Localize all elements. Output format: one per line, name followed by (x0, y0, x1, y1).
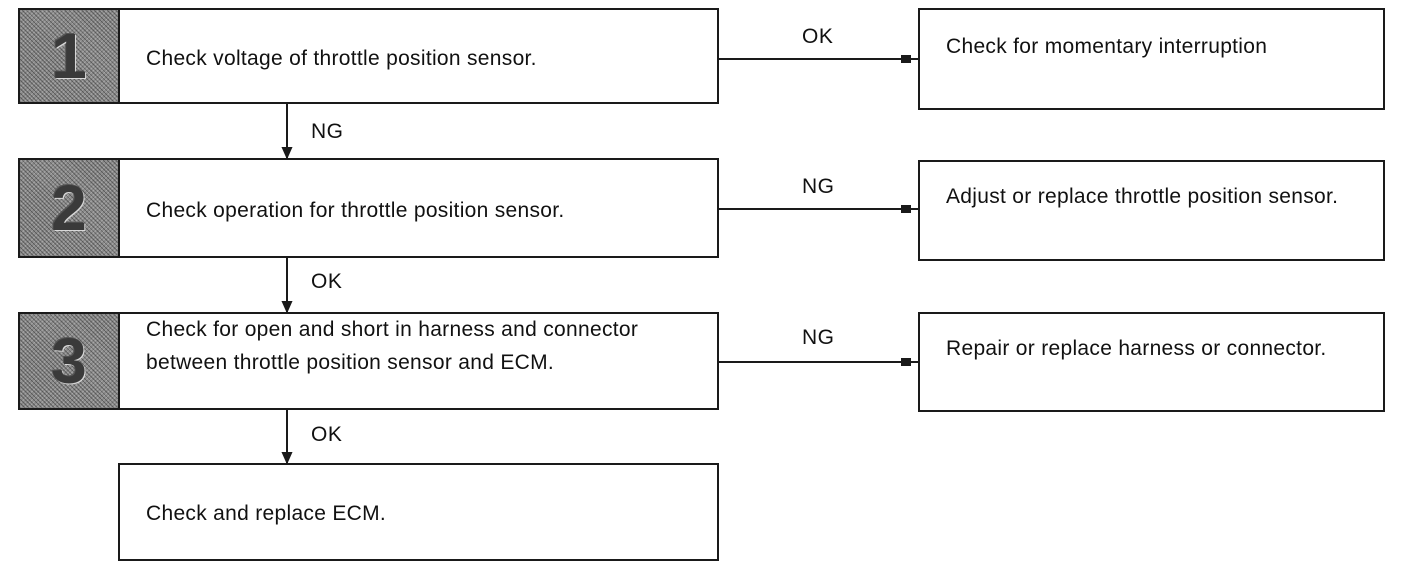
step-2-number-badge: 2 (18, 158, 120, 258)
step-3-box: Check for open and short in harness and … (118, 312, 719, 410)
step-3-down-label: OK (311, 423, 343, 446)
arrowhead-3-down (281, 452, 293, 465)
step-1-text: Check voltage of throttle position senso… (146, 47, 537, 70)
step-2-branch-label: NG (802, 175, 835, 198)
step-3-result-box: Repair or replace harness or connector. (918, 312, 1385, 412)
step-2-text: Check operation for throttle position se… (146, 199, 565, 222)
arrowhead-2-right (901, 205, 911, 213)
step-3-number-badge: 3 (18, 312, 120, 410)
arrowhead-2-down (281, 301, 293, 314)
step-3-number: 3 (51, 325, 87, 397)
step-2-result-text: Adjust or replace throttle position sens… (946, 185, 1339, 208)
step-1-branch-label: OK (802, 25, 834, 48)
step-2-result-box: Adjust or replace throttle position sens… (918, 160, 1385, 261)
arrowhead-1-down (281, 147, 293, 160)
step-1-box: Check voltage of throttle position senso… (118, 8, 719, 104)
step-1-result-text: Check for momentary interruption (946, 35, 1268, 58)
step-3-text: Check for open and short in harness and … (146, 318, 639, 374)
arrowhead-3-right (901, 358, 911, 366)
step-3-result-text: Repair or replace harness or connector. (946, 337, 1327, 360)
step-2-down-label: OK (311, 270, 343, 293)
arrowhead-1-right (901, 55, 911, 63)
step-1-number-badge: 1 (18, 8, 120, 104)
final-step-box: Check and replace ECM. (118, 463, 719, 561)
final-step-text: Check and replace ECM. (146, 502, 387, 525)
step-1-result-box: Check for momentary interruption (918, 8, 1385, 110)
step-1-number: 1 (51, 20, 87, 92)
step-3-branch-label: NG (802, 326, 835, 349)
step-1-down-label: NG (311, 120, 344, 143)
step-2-number: 2 (51, 172, 87, 244)
step-2-box: Check operation for throttle position se… (118, 158, 719, 258)
